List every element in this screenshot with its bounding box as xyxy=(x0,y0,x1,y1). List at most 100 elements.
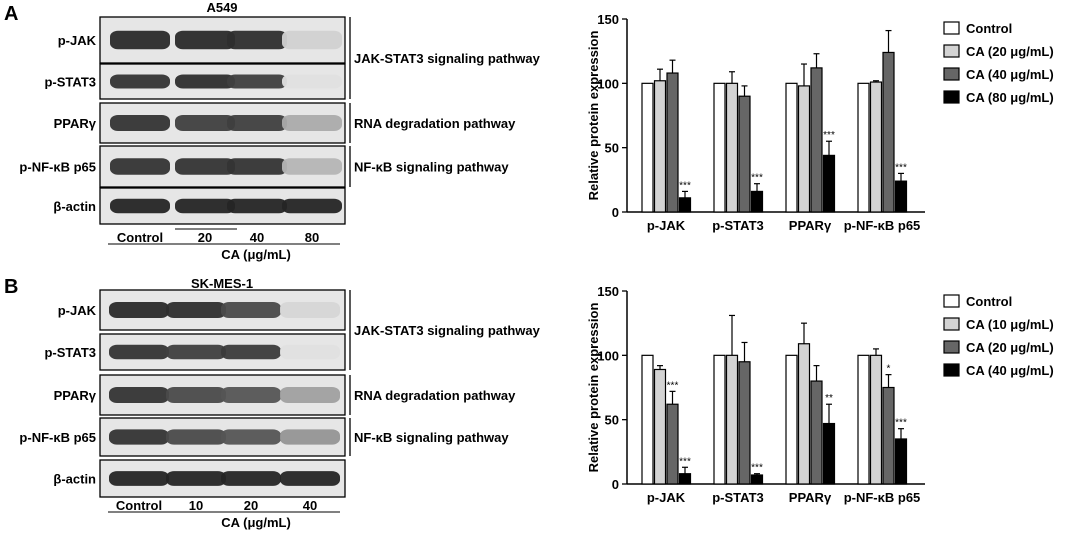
blot-band xyxy=(109,387,169,403)
blot-row: β-actin xyxy=(53,187,346,225)
bar xyxy=(725,82,739,213)
blot-band xyxy=(109,429,169,445)
y-tick-label: 150 xyxy=(597,12,619,27)
blot-band xyxy=(175,30,235,50)
x-tick-label: p-STAT3 xyxy=(712,490,764,505)
protein-label: β-actin xyxy=(53,472,96,487)
bar xyxy=(738,361,751,485)
cell-line-label: A549 xyxy=(206,0,237,15)
legend-label: CA (10 μg/mL) xyxy=(966,317,1054,332)
legend-label: Control xyxy=(966,294,1012,309)
bar xyxy=(857,82,870,213)
blot-band xyxy=(280,302,340,318)
bar xyxy=(678,197,692,213)
y-tick-label: 100 xyxy=(597,348,619,363)
protein-label: PPARγ xyxy=(54,388,97,403)
blot-band xyxy=(110,74,170,89)
bar xyxy=(869,354,883,485)
bar xyxy=(666,403,679,485)
significance-marker: *** xyxy=(679,180,691,191)
y-axis-label: Relative protein expression xyxy=(586,31,601,201)
blot-row: p-STAT3 xyxy=(44,333,346,371)
x-tick-label: p-STAT3 xyxy=(712,218,764,233)
blot-band xyxy=(166,429,226,445)
y-tick-label: 0 xyxy=(612,205,619,220)
y-tick-label: 100 xyxy=(597,76,619,91)
blot-band xyxy=(221,429,281,445)
legend-label: CA (40 μg/mL) xyxy=(966,67,1054,82)
blot-row: p-NF-κB p65 xyxy=(19,417,346,457)
y-tick-label: 0 xyxy=(612,477,619,492)
bar xyxy=(822,422,836,485)
lane-label: Control xyxy=(117,230,163,245)
protein-label: p-NF-κB p65 xyxy=(19,160,96,175)
blot-band xyxy=(110,158,170,175)
bar xyxy=(869,81,883,213)
pathway-label: NF-κB signaling pathway xyxy=(354,160,509,175)
blot-band xyxy=(280,344,340,360)
bar xyxy=(666,72,679,213)
legend-label: CA (20 μg/mL) xyxy=(966,340,1054,355)
bar xyxy=(857,354,870,485)
x-tick-label: p-NF-κB p65 xyxy=(844,218,921,233)
blot-band xyxy=(227,74,287,89)
lane-label: 20 xyxy=(198,230,212,245)
legend-swatch xyxy=(943,90,960,104)
blot-band xyxy=(282,115,342,131)
bar xyxy=(738,95,751,213)
significance-marker: ** xyxy=(825,393,833,404)
legend-label: CA (40 μg/mL) xyxy=(966,363,1054,378)
protein-label: PPARγ xyxy=(54,116,97,131)
bar xyxy=(678,473,692,485)
significance-marker: *** xyxy=(823,130,835,141)
panel-letter: B xyxy=(4,276,18,298)
blot-band xyxy=(175,158,235,175)
bar xyxy=(750,474,764,485)
blot-band xyxy=(175,74,235,89)
lane-label: 20 xyxy=(244,498,258,513)
significance-marker: * xyxy=(887,364,891,375)
y-tick-label: 50 xyxy=(605,141,619,156)
blot-band xyxy=(166,344,226,360)
bar xyxy=(894,438,908,485)
bar xyxy=(725,354,739,485)
bar xyxy=(653,80,667,213)
protein-label: β-actin xyxy=(53,199,96,214)
pathway-label: RNA degradation pathway xyxy=(354,388,516,403)
pathway-label: JAK-STAT3 signaling pathway xyxy=(354,323,541,338)
blot-band xyxy=(110,198,170,214)
legend-label: Control xyxy=(966,21,1012,36)
blot-row: PPARγ xyxy=(54,374,346,416)
significance-marker: *** xyxy=(679,456,691,467)
blot-band xyxy=(221,387,281,403)
blot-band xyxy=(282,198,342,214)
blot-band xyxy=(175,115,235,131)
treatment-label: CA (μg/mL) xyxy=(221,515,291,530)
cell-line-label: SK-MES-1 xyxy=(191,276,253,291)
lane-label: 10 xyxy=(189,498,203,513)
bar xyxy=(641,354,654,485)
blot-band xyxy=(110,30,170,50)
blot-band xyxy=(282,158,342,175)
bar xyxy=(894,180,908,213)
legend-label: CA (20 μg/mL) xyxy=(966,44,1054,59)
legend-swatch xyxy=(943,67,960,81)
legend: Control CA (10 μg/mL) CA (20 μg/mL) CA (40 … xyxy=(943,294,1054,378)
blot-band xyxy=(280,429,340,445)
blot-band xyxy=(280,387,340,403)
blot-band xyxy=(227,30,287,50)
pathway-label: JAK-STAT3 signaling pathway xyxy=(354,51,541,66)
x-tick-label: p-JAK xyxy=(647,218,686,233)
bar xyxy=(810,380,823,485)
bar xyxy=(713,354,726,485)
blot-band xyxy=(221,344,281,360)
blot-band xyxy=(109,302,169,318)
treatment-label: CA (μg/mL) xyxy=(221,247,291,262)
legend-swatch xyxy=(943,294,960,308)
legend-swatch xyxy=(943,317,960,331)
lane-label: Control xyxy=(116,498,162,513)
blot-band xyxy=(227,115,287,131)
